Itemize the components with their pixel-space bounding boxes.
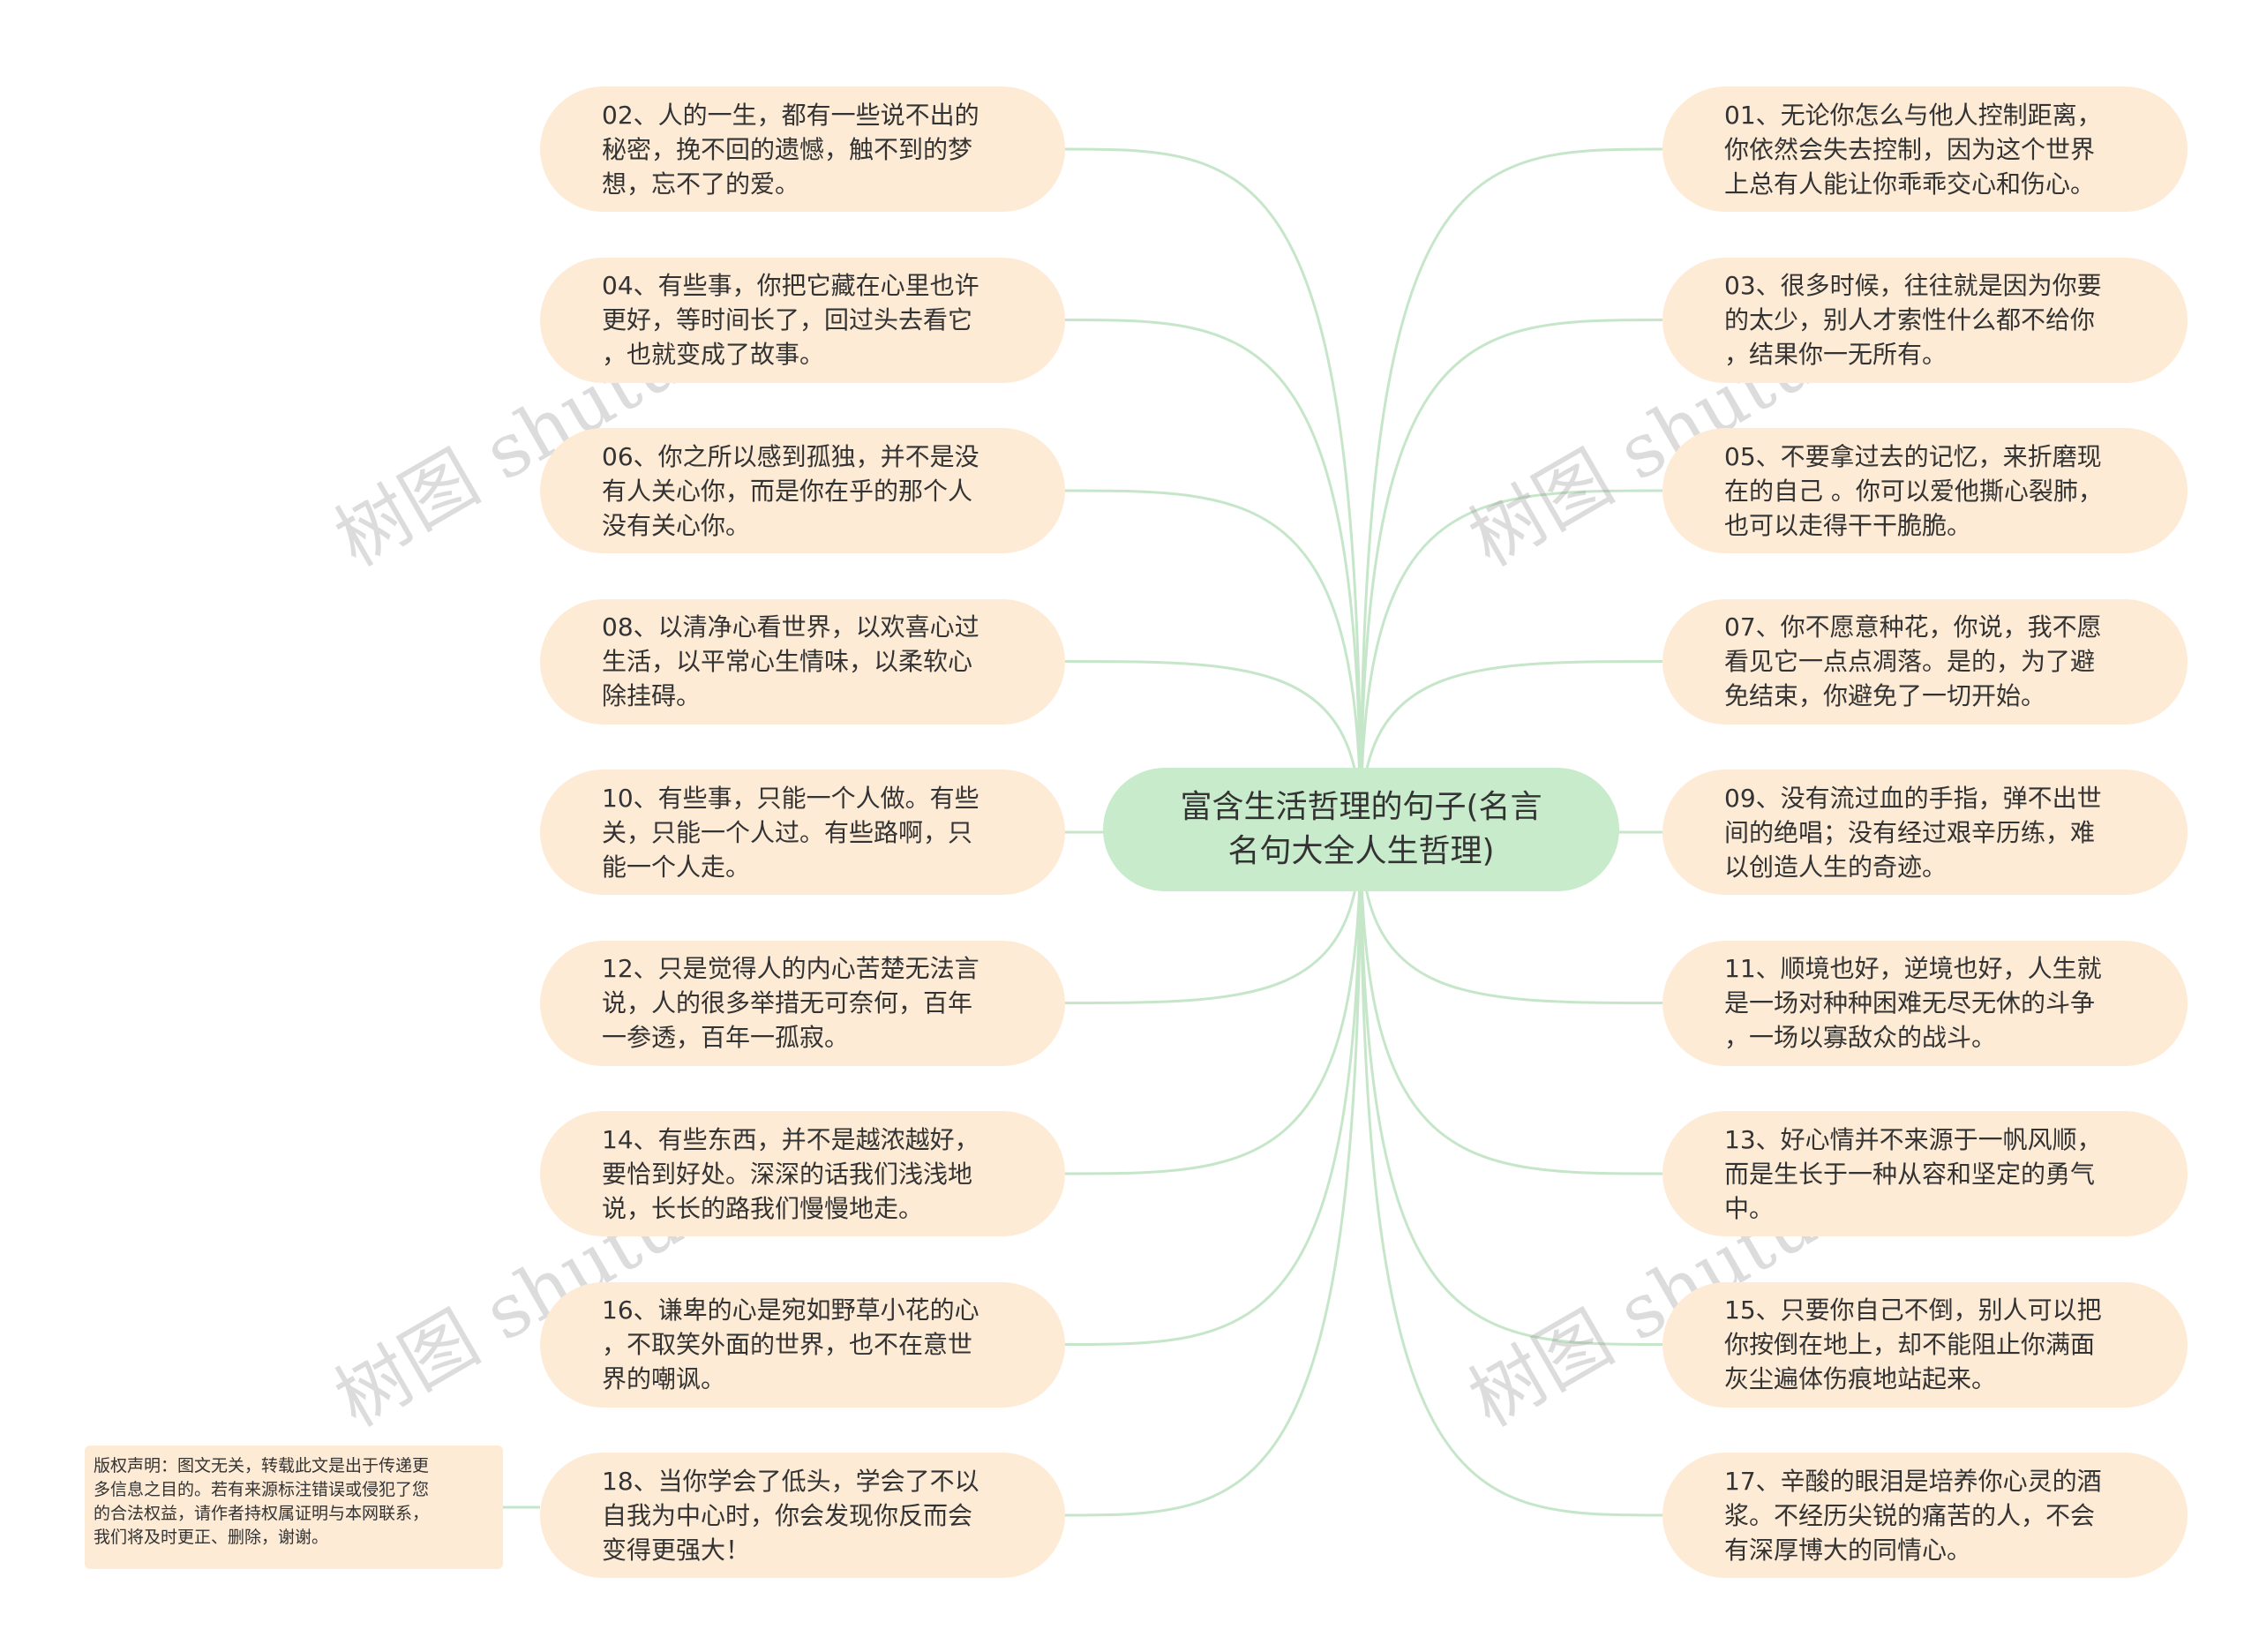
connector-left-7	[1064, 829, 1362, 1175]
copyright-notice: 版权声明：图文无关，转载此文是出于传递更 多信息之目的。若有来源标注错误或侵犯了…	[85, 1446, 503, 1569]
connector-right-9	[1359, 829, 1663, 1517]
central-topic[interactable]: 富含生活哲理的句子(名言 名句大全人生哲理)	[1103, 768, 1619, 891]
right-node-9[interactable]: 17、辛酸的眼泪是培养你心灵的酒 浆。不经历尖锐的痛苦的人，不会 有深厚博大的同…	[1662, 1453, 2188, 1578]
connector-left-2	[1064, 319, 1362, 830]
connector-left-6	[1064, 829, 1362, 1004]
left-node-8[interactable]: 16、谦卑的心是宛如野草小花的心 ，不取笑外面的世界，也不在意世 界的嘲讽。	[540, 1281, 1065, 1408]
right-node-3[interactable]: 05、不要拿过去的记忆，来折磨现 在的自己 。你可以爱他撕心裂肺， 也可以走得干…	[1662, 428, 2188, 553]
connector-left-1	[1064, 147, 1362, 830]
connector-right-3	[1359, 489, 1663, 830]
connector-right-7	[1359, 829, 1663, 1175]
right-node-1[interactable]: 01、无论你怎么与他人控制距离， 你依然会失去控制，因为这个世界 上总有人能让你…	[1662, 86, 2188, 212]
connector-left-3	[1064, 489, 1362, 830]
connector-right-8	[1359, 829, 1663, 1346]
right-node-8[interactable]: 15、只要你自己不倒，别人可以把 你按倒在地上，却不能阻止你满面 灰尘遍体伤痕地…	[1662, 1281, 2188, 1408]
left-node-9[interactable]: 18、当你学会了低头，学会了不以 自我为中心时，你会发现你反而会 变得更强大！	[540, 1453, 1065, 1578]
left-node-6[interactable]: 12、只是觉得人的内心苦楚无法言 说，人的很多举措无可奈何，百年 一参透，百年一…	[540, 940, 1065, 1066]
right-node-5[interactable]: 09、没有流过血的手指，弹不出世 间的绝唱；没有经过艰辛历练，难 以创造人生的奇…	[1662, 770, 2188, 895]
right-node-6[interactable]: 11、顺境也好，逆境也好，人生就 是一场对种种困难无尽无休的斗争 ，一场以寡敌众…	[1662, 940, 2188, 1066]
right-node-4[interactable]: 07、你不愿意种花，你说，我不愿 看见它一点点凋落。是的，为了避 免结束，你避免…	[1662, 598, 2188, 725]
left-node-7[interactable]: 14、有些东西，并不是越浓越好， 要恰到好处。深深的话我们浅浅地 说，长长的路我…	[540, 1111, 1065, 1236]
connector-right-1	[1359, 147, 1663, 830]
left-node-2[interactable]: 04、有些事，你把它藏在心里也许 更好，等时间长了，回过头去看它 ，也就变成了故…	[540, 257, 1065, 383]
connector-left-8	[1064, 829, 1362, 1346]
left-node-5[interactable]: 10、有些事，只能一个人做。有些 关，只能一个人过。有些路啊，只 能一个人走。	[540, 770, 1065, 895]
left-node-3[interactable]: 06、你之所以感到孤独，并不是没 有人关心你，而是你在乎的那个人 没有关心你。	[540, 428, 1065, 553]
right-node-2[interactable]: 03、很多时候，往往就是因为你要 的太少，别人才索性什么都不给你 ，结果你一无所…	[1662, 257, 2188, 383]
connector-right-6	[1359, 829, 1663, 1004]
left-node-1[interactable]: 02、人的一生，都有一些说不出的 秘密，挽不回的遗憾，触不到的梦 想，忘不了的爱…	[540, 86, 1065, 212]
left-node-4[interactable]: 08、以清净心看世界，以欢喜心过 生活，以平常心生情味，以柔软心 除挂碍。	[540, 598, 1065, 725]
connector-right-2	[1359, 319, 1663, 830]
right-node-7[interactable]: 13、好心情并不来源于一帆风顺， 而是生长于一种从容和坚定的勇气 中。	[1662, 1111, 2188, 1236]
connector-left-9	[1064, 829, 1362, 1517]
